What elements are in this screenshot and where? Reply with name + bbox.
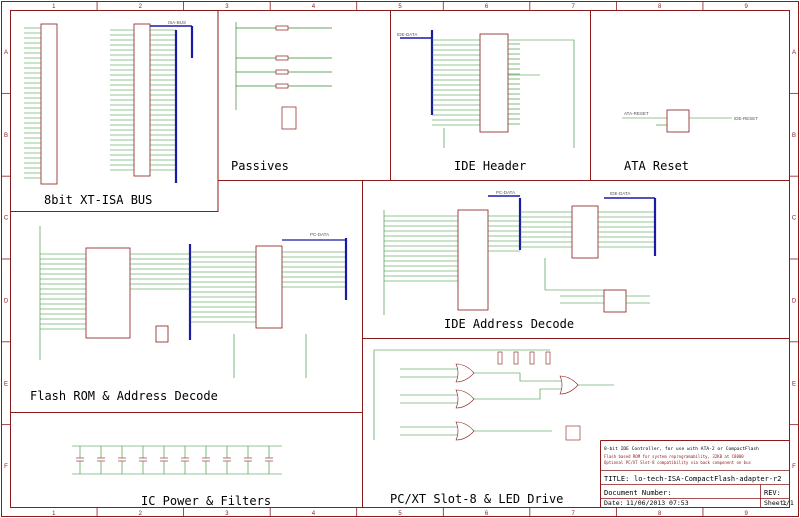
pc-data-net-label: PC-DATA xyxy=(310,232,329,237)
section-titles: 8bit XT-ISA BUS Passives IDE Header ATA … xyxy=(30,159,689,508)
grid-row-label: C xyxy=(4,216,9,222)
section-title-ide-header: IDE Header xyxy=(454,159,526,173)
isa-bus-net-label: ISA-BUS xyxy=(168,20,186,25)
flash-rom-chip xyxy=(85,247,131,339)
ide-data-net-label: IDE-DATA xyxy=(397,32,417,37)
tb-doc-number-label: Document Number: xyxy=(604,489,671,497)
section-title-ide-address-decode: IDE Address Decode xyxy=(444,317,574,331)
tb-title-value: lo-tech-ISA-CompactFlash-adapter-r2 xyxy=(634,475,782,483)
grid-row-label: F xyxy=(792,464,796,470)
row-ticks: A A B B C C D D E E F F xyxy=(1,50,799,470)
grid-column-label: 9 xyxy=(745,4,749,10)
section-borders xyxy=(10,10,789,507)
tb-sheet-value: 1/1 xyxy=(782,499,794,507)
grid-column-label: 4 xyxy=(312,511,316,517)
ide-transceiver-chip xyxy=(571,205,599,259)
address-decode-chip xyxy=(255,245,283,329)
grid-column-label: 5 xyxy=(398,511,402,517)
column-ticks: 1 1 2 2 3 3 4 4 5 5 6 6 7 7 8 8 9 9 xyxy=(52,1,749,517)
grid-column-label: 7 xyxy=(571,4,575,10)
grid-row-label: F xyxy=(4,464,8,470)
ide-data-net-label-2: IDE-DATA xyxy=(610,191,630,196)
ide-header-connector xyxy=(479,33,509,133)
tb-description-1: 8-bit IDE Controller, for use with ATA-2… xyxy=(604,446,759,452)
isa-connector-a xyxy=(40,23,58,185)
pc-xt-slot8-section xyxy=(373,349,614,441)
tb-date-label: Date: xyxy=(604,499,624,507)
tb-description-3: Optional PC/XT Slot-8 compatibility via … xyxy=(604,460,751,465)
ata-reset-section: ATA-RESET IDE-RESET xyxy=(622,109,758,133)
grid-column-label: 8 xyxy=(658,4,662,10)
ide-reset-net-label: IDE-RESET xyxy=(734,116,758,121)
grid-row-label: D xyxy=(4,298,9,304)
grid-column-label: 2 xyxy=(139,511,143,517)
grid-row-label: E xyxy=(4,381,8,387)
isa-connector-b xyxy=(133,23,151,177)
grid-column-label: 3 xyxy=(225,4,229,10)
ide-header-section: IDE-DATA xyxy=(397,30,575,148)
section-title-ata-reset: ATA Reset xyxy=(624,159,689,173)
tb-description-2: Flash based ROM for system reprogramabil… xyxy=(604,454,744,459)
grid-column-label: 6 xyxy=(485,4,489,10)
tb-sheet-label: Sheet: xyxy=(764,499,787,507)
ide-latch-chip xyxy=(457,209,489,311)
grid-row-label: E xyxy=(792,381,796,387)
grid-row-label: B xyxy=(4,133,8,139)
grid-column-label: 5 xyxy=(398,4,402,10)
section-title-ic-power: IC Power & Filters xyxy=(141,494,271,508)
xt-isa-bus-section: ISA-BUS xyxy=(24,20,194,185)
section-title-xt-isa-bus: 8bit XT-ISA BUS xyxy=(44,193,152,207)
grid-row-label: B xyxy=(792,133,796,139)
grid-column-label: 1 xyxy=(52,4,56,10)
section-title-passives: Passives xyxy=(231,159,289,173)
grid-column-label: 7 xyxy=(571,511,575,517)
pc-data-net-label-2: PC-DATA xyxy=(496,190,515,195)
flash-rom-section: PC-DATA xyxy=(39,226,348,378)
grid-column-label: 1 xyxy=(52,511,56,517)
grid-row-label: D xyxy=(792,298,797,304)
grid-row-label: C xyxy=(792,216,797,222)
tb-title-label: TITLE: xyxy=(604,475,629,483)
ic-power-section xyxy=(72,445,282,475)
grid-column-label: 2 xyxy=(139,4,143,10)
grid-column-label: 4 xyxy=(312,4,316,10)
grid-row-label: A xyxy=(4,50,8,56)
tb-date-value: 11/06/2013 07:53 xyxy=(626,499,689,507)
grid-column-label: 9 xyxy=(745,511,749,517)
tb-rev-label: REV: xyxy=(764,489,781,497)
section-title-flash-rom: Flash ROM & Address Decode xyxy=(30,389,218,403)
title-block xyxy=(600,470,789,507)
grid-column-label: 3 xyxy=(225,511,229,517)
passives-section xyxy=(235,22,332,130)
ata-reset-net-label: ATA-RESET xyxy=(624,111,649,116)
grid-row-label: A xyxy=(792,50,796,56)
grid-column-label: 6 xyxy=(485,511,489,517)
ide-address-decode-section: IDE-DATA PC-DATA xyxy=(383,190,657,315)
title-block-text: 8-bit IDE Controller, for use with ATA-2… xyxy=(604,446,794,507)
grid-column-label: 8 xyxy=(658,511,662,517)
section-title-pc-xt-slot8: PC/XT Slot-8 & LED Drive xyxy=(390,492,563,506)
